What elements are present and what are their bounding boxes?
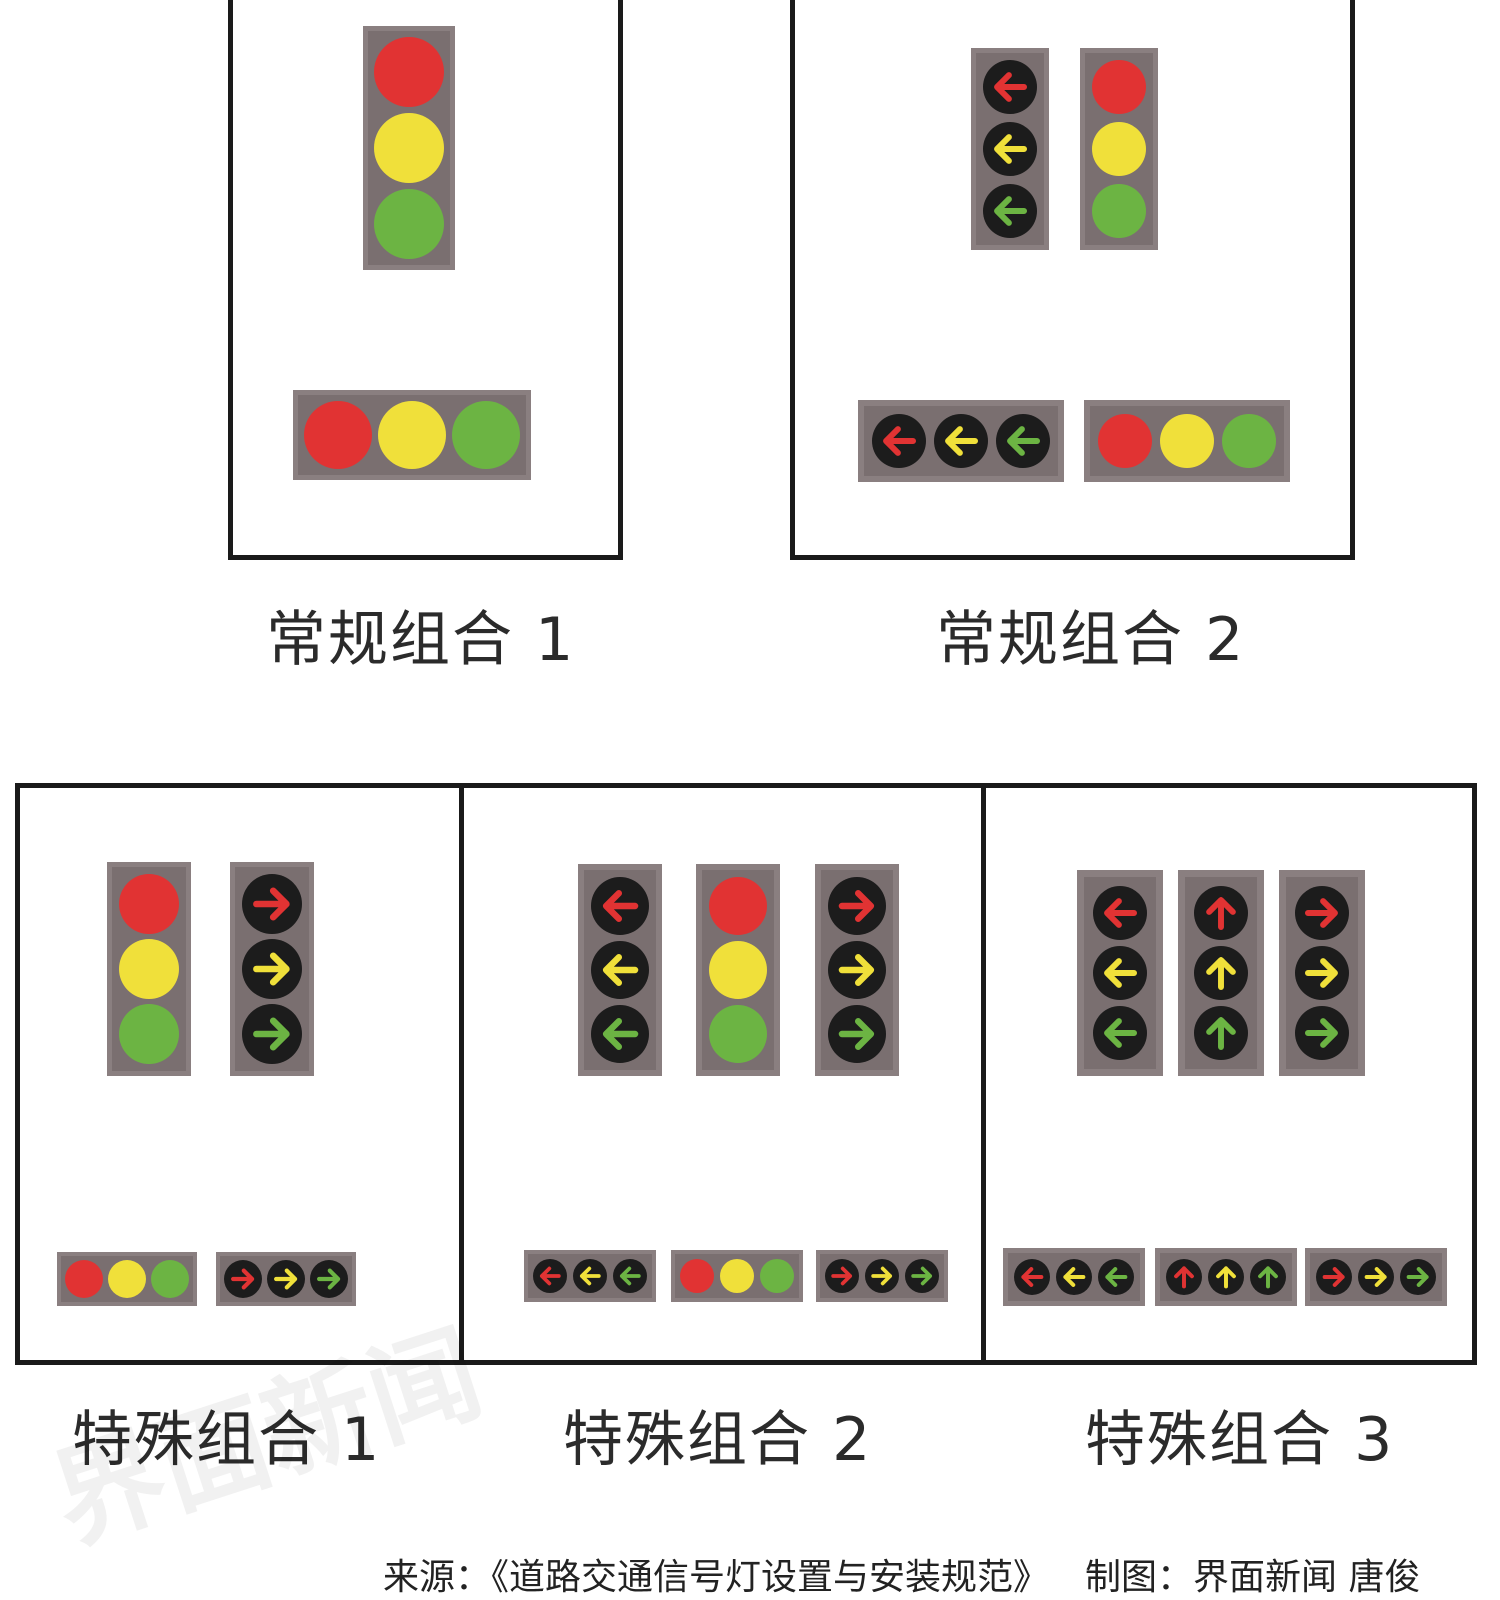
yellow-left-arrow-icon: [934, 414, 988, 468]
special-2-vertical-left-signal-head: [578, 864, 662, 1076]
special-1-horizontal-right-signal-head: [216, 1252, 356, 1306]
yellow-right-arrow-icon: [1295, 946, 1349, 1000]
red-left-arrow-icon: [872, 414, 926, 468]
green-right-arrow-icon: [1295, 1006, 1349, 1060]
red-right-arrow-icon: [224, 1260, 262, 1298]
red-lamp: [680, 1259, 714, 1293]
red-right-arrow-icon: [828, 877, 886, 935]
green-left-arrow-icon: [996, 414, 1050, 468]
red-lamp: [119, 874, 179, 934]
special-3-horizontal-left-signal-head: [1003, 1248, 1145, 1306]
yellow-lamp: [108, 1260, 146, 1298]
green-lamp: [452, 401, 520, 469]
yellow-lamp: [374, 113, 444, 183]
green-lamp: [1092, 184, 1146, 238]
green-left-arrow-icon: [1098, 1259, 1134, 1295]
green-left-arrow-icon: [983, 184, 1037, 238]
green-right-arrow-icon: [828, 1005, 886, 1063]
regular-2-vertical-left-signal-head: [971, 48, 1049, 250]
yellow-left-arrow-icon: [591, 941, 649, 999]
green-left-arrow-icon: [613, 1259, 647, 1293]
green-lamp: [709, 1005, 767, 1063]
green-right-arrow-icon: [905, 1259, 939, 1293]
green-left-arrow-icon: [591, 1005, 649, 1063]
green-lamp: [374, 189, 444, 259]
red-right-arrow-icon: [1295, 886, 1349, 940]
red-lamp: [1092, 60, 1146, 114]
credit-text: 制图：界面新闻 唐俊: [1085, 1557, 1421, 1598]
regular-2-horizontal-left-signal-head: [858, 400, 1064, 482]
green-up-arrow-icon: [1250, 1259, 1286, 1295]
regular-1-horizontal-circle-signal-head: [293, 390, 531, 480]
yellow-left-arrow-icon: [1056, 1259, 1092, 1295]
special-3-vertical-left-signal-head: [1077, 870, 1163, 1076]
yellow-lamp: [378, 401, 446, 469]
red-lamp: [374, 37, 444, 107]
caption-special-2: 特殊组合 2: [563, 1405, 873, 1475]
yellow-left-arrow-icon: [573, 1259, 607, 1293]
special-2-horizontal-left-signal-head: [524, 1250, 656, 1302]
yellow-lamp: [119, 939, 179, 999]
red-lamp: [304, 401, 372, 469]
green-lamp: [760, 1259, 794, 1293]
yellow-lamp: [1160, 414, 1214, 468]
red-right-arrow-icon: [825, 1259, 859, 1293]
special-3-horizontal-up-signal-head: [1155, 1248, 1297, 1306]
source-text: 来源：《道路交通信号灯设置与安装规范》: [383, 1557, 1050, 1598]
source-credit-line: 来源：《道路交通信号灯设置与安装规范》制图：界面新闻 唐俊: [383, 1548, 1420, 1600]
green-left-arrow-icon: [1093, 1006, 1147, 1060]
yellow-lamp: [1092, 122, 1146, 176]
special-3-horizontal-right-signal-head: [1305, 1248, 1447, 1306]
regular-1-vertical-circle-signal-head: [363, 26, 455, 270]
green-right-arrow-icon: [1400, 1259, 1436, 1295]
green-lamp: [1222, 414, 1276, 468]
yellow-right-arrow-icon: [267, 1260, 305, 1298]
special-1-vertical-right-signal-head: [230, 862, 314, 1076]
red-lamp: [65, 1260, 103, 1298]
special-1-horizontal-circle-signal-head: [57, 1252, 197, 1306]
special-2-vertical-right-signal-head: [815, 864, 899, 1076]
regular-2-vertical-circle-signal-head: [1080, 48, 1158, 250]
yellow-up-arrow-icon: [1194, 946, 1248, 1000]
caption-regular-1: 常规组合 1: [266, 605, 576, 675]
regular-2-horizontal-circle-signal-head: [1084, 400, 1290, 482]
red-right-arrow-icon: [242, 874, 302, 934]
green-lamp: [151, 1260, 189, 1298]
yellow-lamp: [720, 1259, 754, 1293]
yellow-right-arrow-icon: [242, 939, 302, 999]
yellow-right-arrow-icon: [1358, 1259, 1394, 1295]
green-right-arrow-icon: [242, 1004, 302, 1064]
special-2-vertical-circle-signal-head: [696, 864, 780, 1076]
red-lamp: [709, 877, 767, 935]
yellow-lamp: [709, 941, 767, 999]
red-up-arrow-icon: [1194, 886, 1248, 940]
red-left-arrow-icon: [533, 1259, 567, 1293]
green-right-arrow-icon: [310, 1260, 348, 1298]
yellow-right-arrow-icon: [865, 1259, 899, 1293]
special-3-vertical-right-signal-head: [1279, 870, 1365, 1076]
special-2-horizontal-right-signal-head: [816, 1250, 948, 1302]
caption-special-3: 特殊组合 3: [1085, 1405, 1395, 1475]
red-lamp: [1098, 414, 1152, 468]
yellow-left-arrow-icon: [1093, 946, 1147, 1000]
special-1-vertical-circle-signal-head: [107, 862, 191, 1076]
red-left-arrow-icon: [1014, 1259, 1050, 1295]
special-2-horizontal-circle-signal-head: [671, 1250, 803, 1302]
red-up-arrow-icon: [1166, 1259, 1202, 1295]
yellow-left-arrow-icon: [983, 122, 1037, 176]
red-right-arrow-icon: [1316, 1259, 1352, 1295]
special-3-vertical-up-signal-head: [1178, 870, 1264, 1076]
green-lamp: [119, 1004, 179, 1064]
caption-regular-2: 常规组合 2: [936, 605, 1246, 675]
yellow-right-arrow-icon: [828, 941, 886, 999]
red-left-arrow-icon: [591, 877, 649, 935]
yellow-up-arrow-icon: [1208, 1259, 1244, 1295]
green-up-arrow-icon: [1194, 1006, 1248, 1060]
caption-special-1: 特殊组合 1: [72, 1405, 382, 1475]
red-left-arrow-icon: [1093, 886, 1147, 940]
red-left-arrow-icon: [983, 60, 1037, 114]
